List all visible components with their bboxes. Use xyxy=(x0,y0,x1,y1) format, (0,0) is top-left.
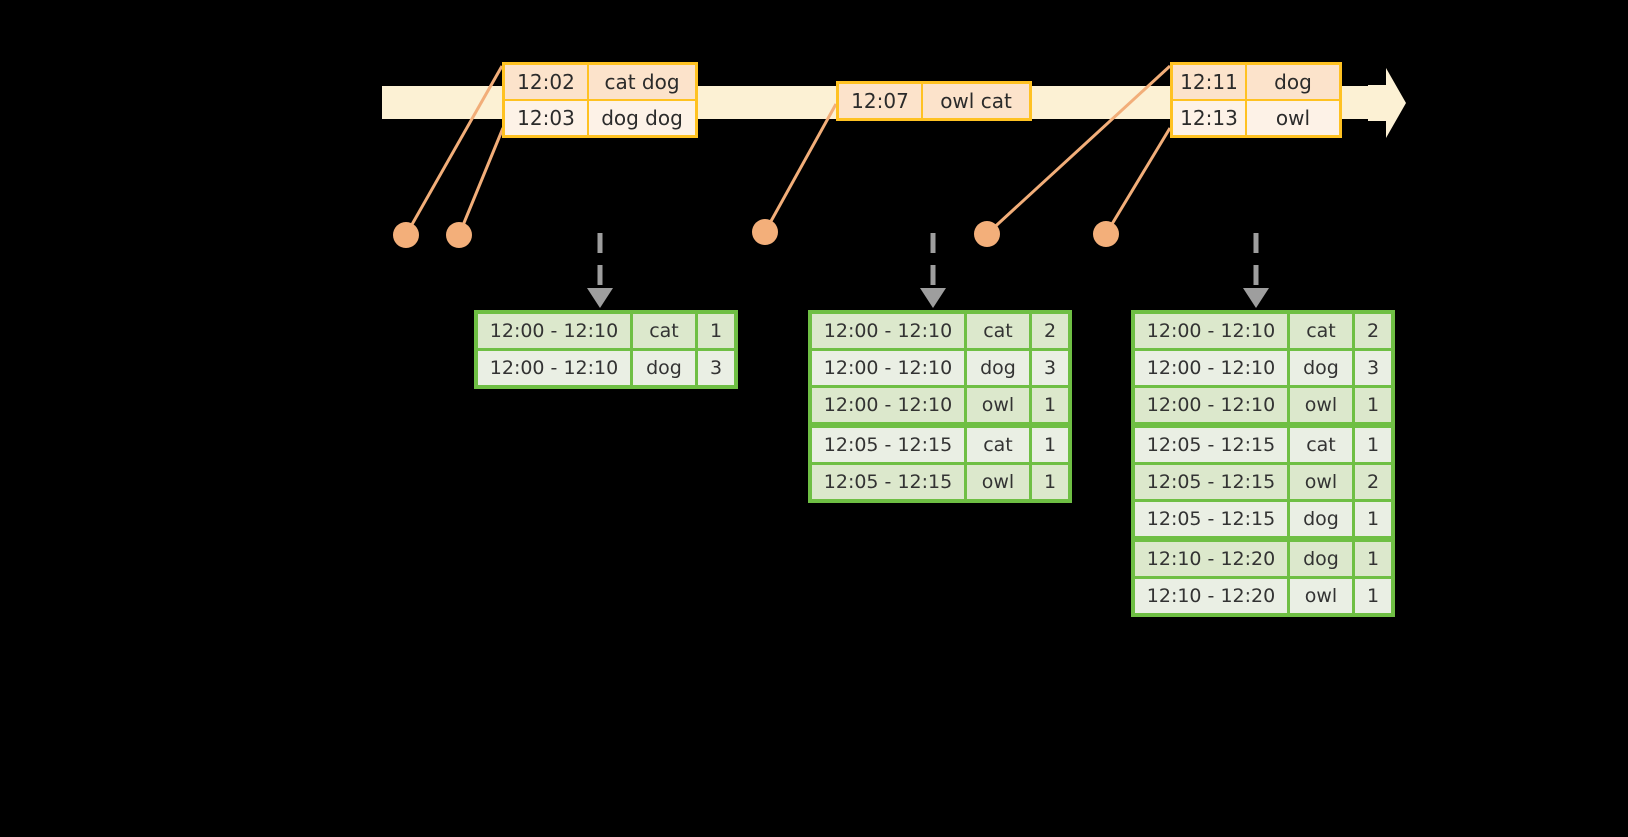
event-row: 12:07 owl cat xyxy=(839,84,1029,118)
event-row: 12:03 dog dog xyxy=(505,99,695,135)
cell-count: 1 xyxy=(698,314,734,348)
cell-window: 12:10 - 12:20 xyxy=(1135,542,1287,576)
cell-window: 12:00 - 12:10 xyxy=(812,351,964,385)
event-dot-4[interactable] xyxy=(974,221,1000,247)
cell-window: 12:00 - 12:10 xyxy=(478,314,630,348)
cell-word: owl xyxy=(1290,388,1352,422)
cell-word: owl xyxy=(1290,579,1352,613)
cell-count: 1 xyxy=(1355,579,1391,613)
event-words: cat dog xyxy=(589,65,695,99)
cell-window: 12:00 - 12:10 xyxy=(1135,351,1287,385)
cell-count: 1 xyxy=(1355,428,1391,462)
cell-count: 3 xyxy=(1355,351,1391,385)
connector-3 xyxy=(763,103,838,233)
event-words: owl cat xyxy=(923,84,1029,118)
event-words: dog dog xyxy=(589,101,695,135)
cell-word: dog xyxy=(967,351,1029,385)
event-time: 12:02 xyxy=(505,65,589,99)
cell-word: cat xyxy=(967,428,1029,462)
cell-word: dog xyxy=(1290,502,1352,536)
cell-window: 12:00 - 12:10 xyxy=(812,314,964,348)
cell-window: 12:05 - 12:15 xyxy=(1135,502,1287,536)
event-box-3[interactable]: 12:11 dog 12:13 owl xyxy=(1170,62,1342,138)
cell-word: cat xyxy=(1290,314,1352,348)
cell-window: 12:05 - 12:15 xyxy=(812,465,964,499)
event-words: dog xyxy=(1247,65,1339,99)
cell-window: 12:00 - 12:10 xyxy=(1135,388,1287,422)
event-time: 12:13 xyxy=(1173,101,1247,135)
cell-window: 12:00 - 12:10 xyxy=(1135,314,1287,348)
cell-word: dog xyxy=(633,351,695,385)
connector-5 xyxy=(1104,127,1172,235)
cell-word: cat xyxy=(1290,428,1352,462)
cell-window: 12:05 - 12:15 xyxy=(812,428,964,462)
timeline-arrow-head-icon xyxy=(1368,68,1406,138)
cell-count: 2 xyxy=(1355,465,1391,499)
event-words: owl xyxy=(1247,101,1339,135)
cell-count: 3 xyxy=(1032,351,1068,385)
cell-count: 3 xyxy=(698,351,734,385)
cell-count: 1 xyxy=(1032,428,1068,462)
cell-count: 1 xyxy=(1355,502,1391,536)
cell-count: 2 xyxy=(1355,314,1391,348)
event-row: 12:13 owl xyxy=(1173,99,1339,135)
cell-count: 1 xyxy=(1355,388,1391,422)
cell-window: 12:00 - 12:10 xyxy=(478,351,630,385)
event-dot-5[interactable] xyxy=(1093,221,1119,247)
event-row: 12:11 dog xyxy=(1173,65,1339,99)
dashed-arrow-3-head-icon xyxy=(1243,288,1269,308)
event-time: 12:11 xyxy=(1173,65,1247,99)
cell-window: 12:05 - 12:15 xyxy=(1135,465,1287,499)
event-row: 12:02 cat dog xyxy=(505,65,695,99)
event-time: 12:07 xyxy=(839,84,923,118)
dashed-arrow-2-head-icon xyxy=(920,288,946,308)
cell-count: 2 xyxy=(1032,314,1068,348)
event-dot-3[interactable] xyxy=(752,219,778,245)
cell-word: owl xyxy=(967,465,1029,499)
cell-count: 1 xyxy=(1032,388,1068,422)
cell-window: 12:05 - 12:15 xyxy=(1135,428,1287,462)
event-box-2[interactable]: 12:07 owl cat xyxy=(836,81,1032,121)
event-time: 12:03 xyxy=(505,101,589,135)
cell-word: cat xyxy=(967,314,1029,348)
event-dot-2[interactable] xyxy=(446,222,472,248)
connector-2 xyxy=(457,127,505,236)
event-dot-1[interactable] xyxy=(393,222,419,248)
cell-word: dog xyxy=(1290,542,1352,576)
dashed-arrow-1-head-icon xyxy=(587,288,613,308)
cell-word: owl xyxy=(1290,465,1352,499)
cell-count: 1 xyxy=(1032,465,1068,499)
cell-word: cat xyxy=(633,314,695,348)
cell-word: dog xyxy=(1290,351,1352,385)
cell-window: 12:10 - 12:20 xyxy=(1135,579,1287,613)
cell-word: owl xyxy=(967,388,1029,422)
cell-count: 1 xyxy=(1355,542,1391,576)
event-box-1[interactable]: 12:02 cat dog 12:03 dog dog xyxy=(502,62,698,138)
cell-window: 12:00 - 12:10 xyxy=(812,388,964,422)
